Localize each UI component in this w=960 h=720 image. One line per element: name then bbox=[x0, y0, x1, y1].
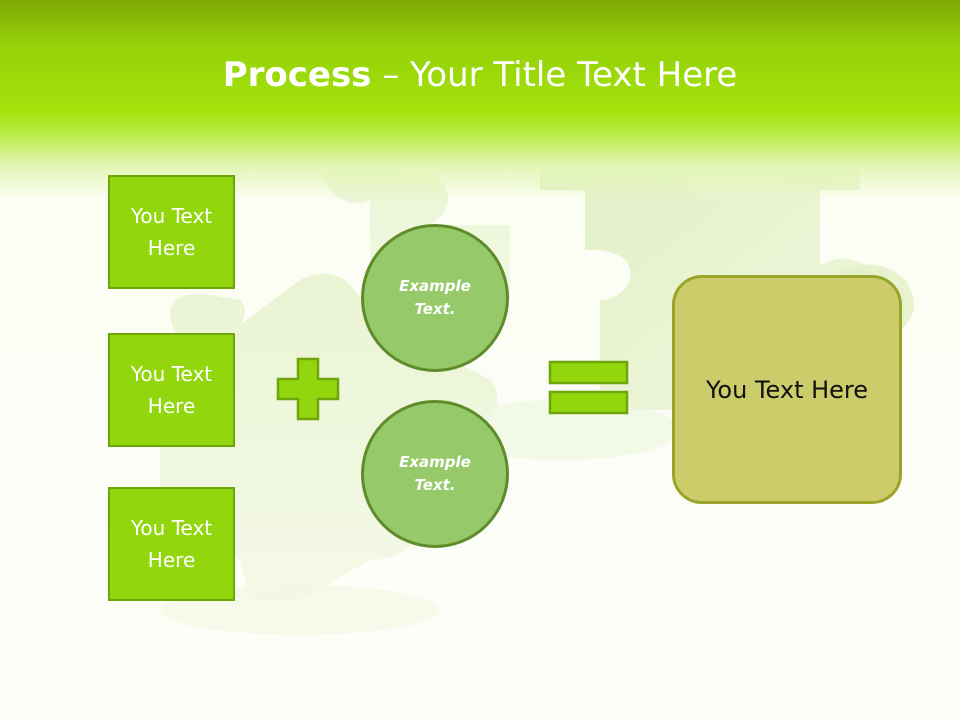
plus-icon bbox=[276, 357, 340, 421]
circle-label: Example Text. bbox=[399, 453, 471, 494]
input-box-label: You Text Here bbox=[130, 516, 213, 572]
result-box[interactable]: You Text Here bbox=[672, 275, 902, 504]
title-bold-part: Process bbox=[222, 55, 372, 95]
example-circle-2[interactable]: Example Text. bbox=[361, 400, 509, 548]
input-box-1[interactable]: You Text Here bbox=[108, 175, 235, 289]
title-bar bbox=[0, 0, 960, 200]
input-box-label: You Text Here bbox=[130, 362, 213, 418]
result-label: You Text Here bbox=[705, 375, 869, 404]
input-box-label: You Text Here bbox=[130, 204, 213, 260]
input-box-2[interactable]: You Text Here bbox=[108, 333, 235, 447]
input-box-3[interactable]: You Text Here bbox=[108, 487, 235, 601]
circle-label: Example Text. bbox=[399, 277, 471, 318]
equals-icon bbox=[548, 360, 629, 415]
slide-title: Process – Your Title Text Here bbox=[0, 52, 960, 98]
example-circle-1[interactable]: Example Text. bbox=[361, 224, 509, 372]
title-rest-part: – Your Title Text Here bbox=[371, 55, 738, 95]
